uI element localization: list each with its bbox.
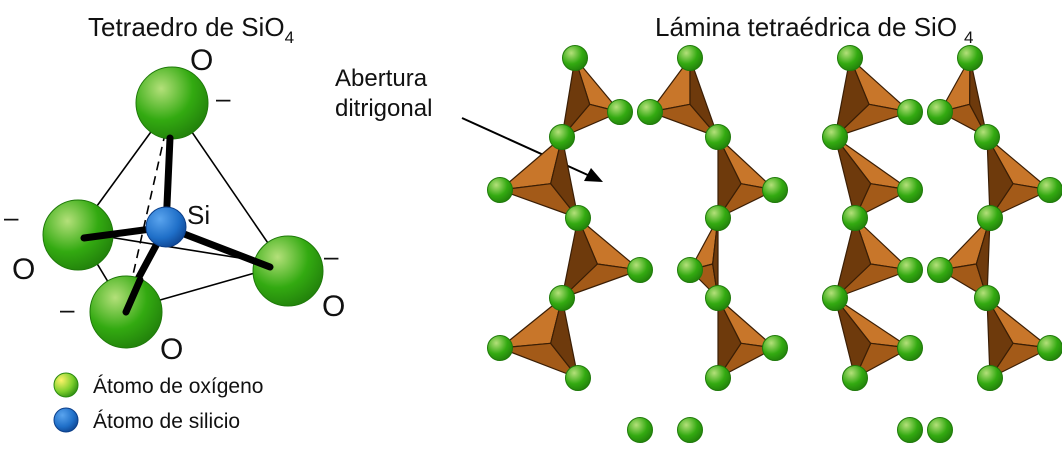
sheet-oxygen-atom bbox=[842, 205, 868, 231]
sheet-oxygen-atom bbox=[562, 45, 588, 71]
sheet-oxygen-atom bbox=[974, 124, 1000, 150]
sheet-panel: Lámina tetraédrica de SiO 4 Abertura ditr… bbox=[335, 12, 1062, 443]
silicon-label: Si bbox=[187, 200, 210, 230]
sheet-oxygen-atom bbox=[897, 177, 923, 203]
tetrahedron-face bbox=[712, 217, 719, 299]
sheet-oxygen-atom bbox=[637, 99, 663, 125]
tetrahedron-face bbox=[986, 136, 1014, 219]
sheet-oxygen-atom bbox=[627, 257, 653, 283]
tetrahedron-face bbox=[561, 57, 591, 138]
sheet-oxygen-atom bbox=[677, 257, 703, 283]
sheet-oxygen-atom bbox=[1037, 335, 1062, 361]
charge-sign-bottom: – bbox=[60, 294, 75, 324]
sheet-oxygen-atom bbox=[822, 124, 848, 150]
sheet-oxygen-atom bbox=[762, 177, 788, 203]
legend-silicon-label: Átomo de silicio bbox=[93, 410, 240, 433]
oxygen-atom-top bbox=[135, 66, 209, 140]
sheet-oxygen-atom bbox=[487, 335, 513, 361]
sheet-oxygen-atom bbox=[897, 99, 923, 125]
charge-sign-right: – bbox=[324, 241, 339, 271]
tetrahedron-title-subscript: 4 bbox=[285, 28, 294, 47]
oxygen-atom-right bbox=[252, 235, 324, 307]
tetrahedron-title: Tetraedro de SiO bbox=[88, 12, 285, 42]
sheet-oxygen-atom bbox=[607, 99, 633, 125]
tetrahedron-face bbox=[689, 57, 719, 138]
annotation-arrow bbox=[461, 117, 603, 182]
sheet-title: Lámina tetraédrica de SiO bbox=[655, 12, 957, 42]
oxygen-atom-icon bbox=[53, 372, 79, 398]
sheet-oxygen-atom bbox=[957, 45, 983, 71]
tetrahedron-face bbox=[550, 297, 579, 379]
tetrahedron-face bbox=[986, 297, 1014, 379]
tetrahedron-face bbox=[834, 57, 870, 138]
tetrahedron-face bbox=[550, 136, 579, 219]
sheet-oxygen-atom bbox=[705, 205, 731, 231]
sheet-oxygen-atom bbox=[927, 417, 953, 443]
sheet-oxygen-atom bbox=[837, 45, 863, 71]
sheet-oxygen-atom bbox=[977, 205, 1003, 231]
tetrahedron-face bbox=[717, 136, 742, 219]
tetrahedron-panel: Tetraedro de SiO4 Si O O bbox=[4, 12, 345, 433]
sheet-oxygen-atom bbox=[762, 335, 788, 361]
tetrahedron-face bbox=[834, 217, 872, 299]
legend: Átomo de oxígeno Átomo de silicio bbox=[53, 372, 263, 433]
sheet-oxygen-atom bbox=[549, 124, 575, 150]
sheet-oxygen-atom bbox=[927, 257, 953, 283]
sheet-oxygen-atom bbox=[927, 99, 953, 125]
sheet-oxygen-atom bbox=[565, 365, 591, 391]
sheet-oxygen-atom bbox=[1037, 177, 1062, 203]
silicon-atom-icon bbox=[53, 407, 79, 433]
tetrahedron-face bbox=[969, 57, 988, 138]
annotation-line-2: ditrigonal bbox=[335, 95, 432, 122]
sheet-oxygen-atom bbox=[705, 285, 731, 311]
tetrahedron-face bbox=[717, 297, 742, 379]
sheet-oxygen-atom bbox=[627, 417, 653, 443]
sheet-oxygen-atom bbox=[842, 365, 868, 391]
sheet-oxygen-atom bbox=[897, 417, 923, 443]
oxygen-label-top: O bbox=[190, 44, 213, 77]
sheet-oxygen-atom bbox=[974, 285, 1000, 311]
sheet-oxygen-atom bbox=[677, 45, 703, 71]
legend-oxygen-label: Átomo de oxígeno bbox=[93, 375, 263, 398]
charge-sign-top: – bbox=[216, 83, 231, 113]
oxygen-label-right: O bbox=[322, 290, 345, 323]
svg-text:Tetraedro de SiO4: Tetraedro de SiO4 bbox=[88, 12, 294, 47]
sheet-oxygen-atom bbox=[705, 365, 731, 391]
tetrahedron-face bbox=[834, 297, 872, 379]
sheet-oxygen-atom bbox=[705, 124, 731, 150]
sheet-title-subscript: 4 bbox=[964, 28, 973, 47]
silicon-atom bbox=[145, 206, 187, 248]
sheet-oxygen-atom bbox=[977, 365, 1003, 391]
annotation-line-1: Abertura bbox=[335, 65, 428, 92]
sheet-oxygen-atom bbox=[897, 257, 923, 283]
sheet-oxygen-atom bbox=[897, 335, 923, 361]
sheet-oxygens bbox=[487, 45, 1062, 443]
sheet-tetrahedra bbox=[499, 57, 1051, 379]
sheet-oxygen-atom bbox=[549, 285, 575, 311]
sheet-oxygen-atom bbox=[565, 205, 591, 231]
svg-text:Lámina tetraédrica de SiO4: Lámina tetraédrica de SiO 4 bbox=[655, 12, 974, 47]
tetrahedron-face bbox=[975, 217, 991, 299]
oxygen-label-bottom: O bbox=[160, 333, 183, 366]
tetrahedron-face bbox=[834, 136, 872, 219]
tetrahedron-face bbox=[561, 217, 598, 299]
sheet-oxygen-atom bbox=[822, 285, 848, 311]
sheet-oxygen-atom bbox=[487, 177, 513, 203]
sheet-oxygen-atom bbox=[677, 417, 703, 443]
charge-sign-left: – bbox=[4, 202, 19, 232]
oxygen-label-left: O bbox=[12, 253, 35, 286]
